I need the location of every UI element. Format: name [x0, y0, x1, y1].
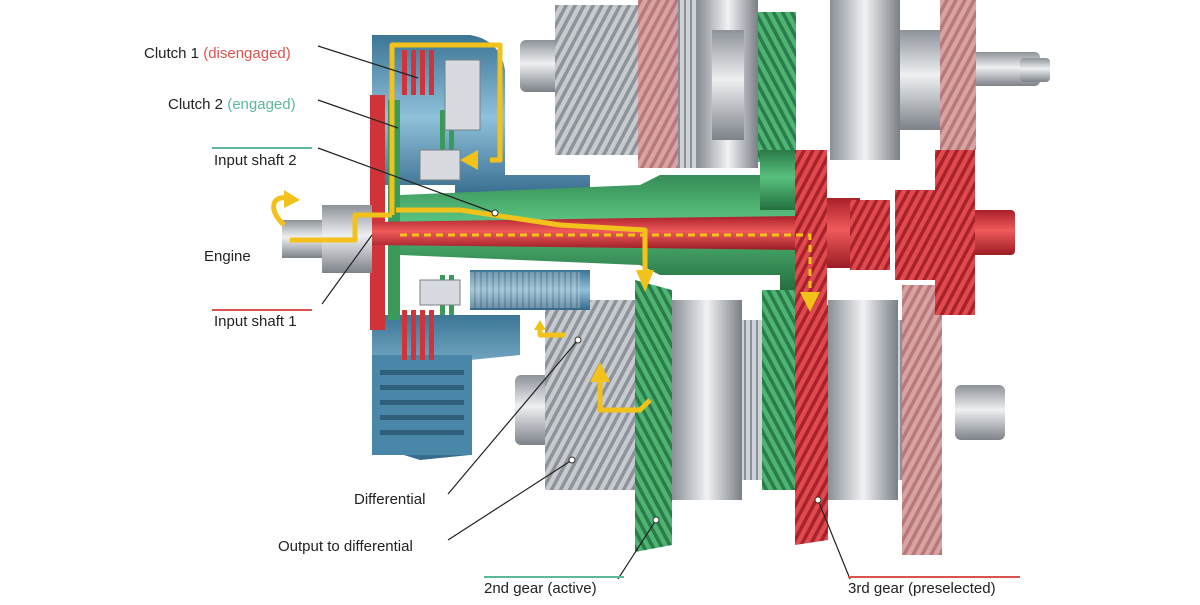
label-input-shaft-2: Input shaft 2 [214, 152, 297, 169]
label-clutch-1-name: Clutch 1 [144, 45, 200, 62]
input-shaft-2-underline [212, 147, 312, 149]
label-clutch-2: Clutch 2 (engaged) [168, 96, 296, 113]
label-clutch-2-name: Clutch 2 [168, 96, 224, 113]
gear-2-active [635, 280, 672, 552]
label-clutch-1-state: (disengaged) [203, 45, 291, 62]
leader-dots [491, 209, 822, 524]
upper-gear-rose [638, 0, 678, 168]
red-gear-cluster [795, 150, 975, 315]
lower-gear-green-small [762, 290, 798, 490]
power-flow-arrows [460, 150, 820, 382]
upper-gear-large [555, 5, 640, 155]
preselect-dashed-path [400, 233, 812, 292]
upper-synchro-2 [830, 0, 940, 160]
label-input-shaft-1: Input shaft 1 [214, 313, 297, 330]
upper-synchro-1 [678, 0, 758, 168]
rotation-arrow [271, 195, 287, 227]
gear-3-underline [848, 576, 1020, 578]
gear-2-underline [484, 576, 624, 578]
leader-lines [317, 45, 851, 580]
label-output-to-differential: Output to differential [278, 538, 413, 555]
label-differential: Differential [354, 491, 426, 508]
label-gear-3: 3rd gear (preselected) [848, 580, 996, 597]
label-clutch-1: Clutch 1 (disengaged) [144, 45, 291, 62]
label-gear-2: 2nd gear (active) [484, 580, 597, 597]
lower-gear-large [545, 300, 640, 490]
upper-gear-rose-right [940, 0, 976, 150]
power-flow-path [290, 42, 652, 413]
clutch-springs [419, 59, 481, 306]
input-shaft-1-underline [212, 309, 312, 311]
label-engine: Engine [204, 248, 251, 265]
lower-gear-rose-right [902, 285, 942, 555]
upper-gear-green [758, 12, 796, 162]
label-clutch-2-state: (engaged) [227, 96, 296, 113]
lower-synchro-1 [672, 300, 764, 500]
rotation-arrowhead [284, 190, 300, 208]
gear-3-preselected [795, 300, 828, 545]
